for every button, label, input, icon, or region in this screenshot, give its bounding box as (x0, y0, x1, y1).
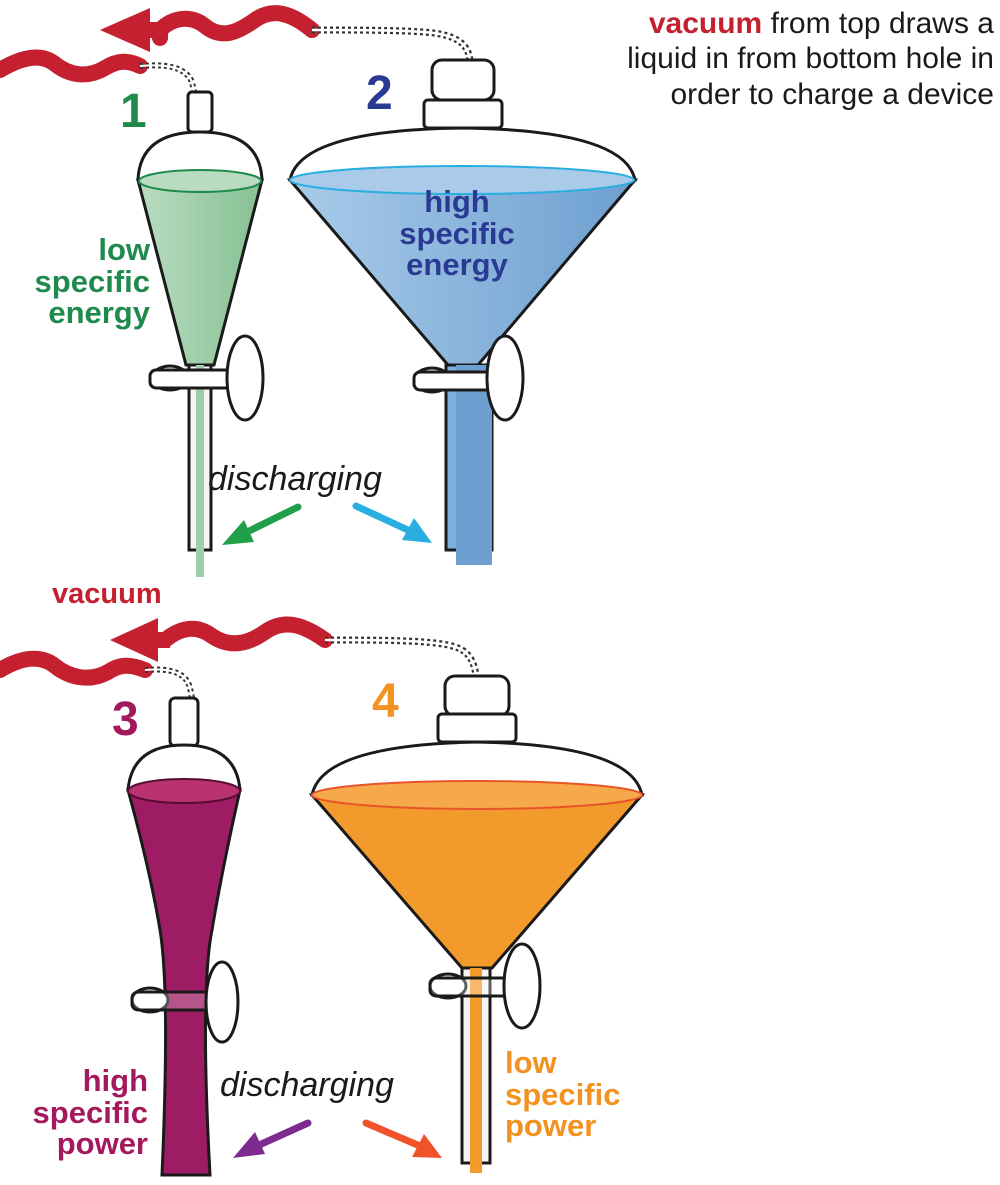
discharging-label-bottom: discharging (220, 1066, 394, 1104)
funnel-1-label-line: specific (34, 263, 150, 299)
arrow-icon-purple (233, 1119, 312, 1158)
header-line3: order to charge a device (670, 77, 994, 111)
stopcock-icon-1 (148, 334, 265, 422)
funnel-1-label: low specific energy (0, 234, 150, 329)
funnel-2-label: high specific energy (367, 186, 547, 281)
discharging-label-top: discharging (208, 460, 382, 498)
funnel-3-label-line: high (82, 1063, 148, 1098)
funnel-4-icon (308, 674, 646, 1173)
stopcock-icon-4 (428, 942, 542, 1030)
funnel-2-label-line: energy (406, 247, 508, 283)
vacuum-tube-icon-3 (0, 650, 195, 699)
funnel-2-label-line: specific (399, 215, 515, 251)
funnel-4-label-line: power (505, 1108, 597, 1144)
funnel-3-icon (126, 696, 242, 1177)
stopcock-icon-2 (412, 334, 525, 422)
vacuum-label: vacuum (52, 578, 162, 610)
funnel-1-label-line: energy (48, 295, 150, 331)
funnel-4-label-line: low (505, 1045, 557, 1080)
vacuum-tube-icon-1 (0, 49, 197, 93)
funnel-3-label: high specific power (0, 1065, 148, 1160)
vacuum-tube-icon-2 (311, 26, 474, 61)
funnel-2-number: 2 (366, 67, 393, 120)
funnel-1-icon (136, 90, 265, 577)
funnel-1-label-line: low (98, 232, 150, 267)
funnel-4-number: 4 (372, 675, 399, 728)
arrow-icon-green (222, 503, 302, 545)
funnel-4-label-line: specific (505, 1076, 621, 1112)
arrow-icon-orange (362, 1119, 442, 1158)
funnel-3-label-line: specific (32, 1094, 148, 1130)
top-vacuum-arrow-icon (100, 5, 320, 52)
funnel-3-label-line: power (56, 1126, 148, 1162)
funnel-2-label-line: high (424, 184, 490, 219)
header-keyword: vacuum (648, 7, 763, 40)
header-line2: liquid in from bottom hole in (627, 42, 994, 76)
funnel-2-icon (286, 58, 639, 565)
funnel-4-label: low specific power (505, 1047, 685, 1142)
header-caption: vacuum from top draws a liquid in from b… (474, 6, 994, 112)
bottom-vacuum-arrow-icon (110, 616, 333, 662)
funnel-1-number: 1 (120, 85, 147, 138)
header-line1: from top draws a (762, 7, 994, 40)
arrow-icon-cyan (352, 502, 432, 543)
funnel-3-number: 3 (112, 693, 139, 746)
vacuum-tube-icon-4 (324, 636, 480, 677)
stopcock-icon-3 (130, 960, 240, 1044)
